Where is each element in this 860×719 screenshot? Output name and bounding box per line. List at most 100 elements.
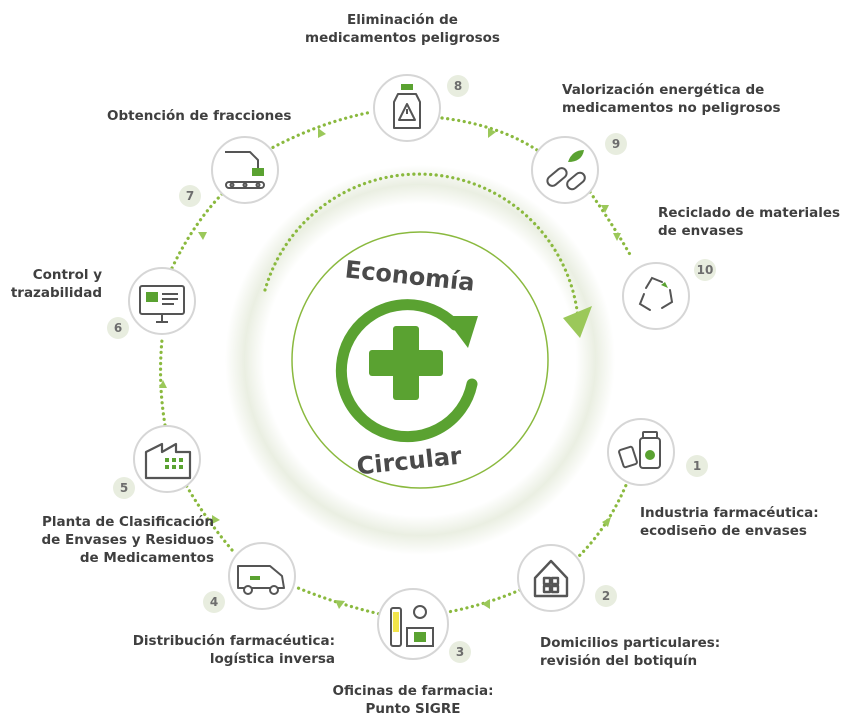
node-8-number: 8: [454, 79, 462, 93]
step-7-label: Obtención de fracciones: [107, 107, 291, 125]
connector-2-3: [446, 588, 522, 614]
center-dotted-arc: [263, 172, 580, 320]
cycle-direction-arrows: [159, 128, 621, 609]
step-5-label: Planta de Clasificación de Envases y Res…: [42, 513, 215, 567]
step-4-label-line-2: logística inversa: [209, 651, 335, 667]
direction-arrow: [318, 128, 326, 138]
node-7-number: 7: [186, 189, 194, 203]
logo-circular-arrow: [335, 299, 478, 443]
recycle-icon: [638, 276, 674, 311]
step-5-label-line-1: Planta de Clasificación: [42, 514, 214, 530]
step-2-label-line-2: revisión del botiquín: [540, 653, 698, 669]
logo-arrowhead: [444, 316, 478, 348]
step-5-label-line-2: de Envases y Residuos: [41, 532, 215, 548]
step-9-label-line-1: Valorización energética de: [562, 82, 765, 98]
center-arc-arrowhead: [563, 306, 592, 338]
node-8-circle: [373, 74, 441, 142]
connector-4-5: [184, 483, 234, 552]
step-8-label-line-1: Eliminación de: [347, 12, 458, 28]
node-6-number: 6: [114, 321, 122, 335]
delivery-van-icon: [237, 565, 285, 595]
step-3-label: Oficinas de farmacia: Punto SIGRE: [318, 682, 508, 718]
direction-arrow: [488, 128, 496, 138]
factory-icon: [144, 442, 192, 480]
step-3-label-line-2: Punto SIGRE: [365, 701, 461, 717]
node-3-circle: [377, 588, 449, 660]
step-1-label: Industria farmacéutica: ecodiseño de env…: [640, 504, 819, 540]
node-4-badge: [203, 591, 225, 613]
step-8-label-line-2: medicamentos peligrosos: [305, 30, 500, 46]
node-10-badge: [694, 259, 716, 281]
direction-arrow: [159, 380, 167, 388]
step-9-label-line-2: medicamentos no peligrosos: [562, 100, 781, 116]
step-6-label-line-1: Control y: [32, 267, 102, 283]
direction-arrow: [602, 517, 611, 527]
step-node-8: 8: [373, 74, 469, 142]
step-node-4: 4: [203, 542, 296, 613]
house-icon: [533, 559, 569, 598]
logo-cross-horizontal: [369, 350, 443, 376]
node-10-number: 10: [697, 263, 714, 277]
node-5-badge: [113, 477, 135, 499]
step-6-label-line-2: trazabilidad: [10, 285, 102, 301]
robotic-sorting-icon: [225, 151, 265, 189]
connector-1-2: [573, 468, 634, 562]
node-3-number: 3: [456, 645, 464, 659]
node-9-badge: [605, 133, 627, 155]
node-7-circle: [211, 136, 279, 204]
node-10-circle: [622, 262, 690, 330]
step-1-label-line-1: Industria farmacéutica:: [640, 505, 819, 521]
step-4-label-line-1: Distribución farmacéutica:: [132, 633, 335, 649]
step-node-3: 3: [377, 588, 471, 663]
direction-arrow: [601, 205, 609, 213]
node-9-number: 9: [612, 137, 620, 151]
step-1-label-line-2: ecodiseño de envases: [640, 523, 807, 539]
connector-7-8: [266, 110, 374, 152]
node-6-badge: [107, 317, 129, 339]
direction-arrow: [613, 233, 621, 241]
node-2-number: 2: [602, 589, 610, 603]
step-8-label: Eliminación de medicamentos peligrosos: [300, 11, 505, 47]
computer-monitor-icon: [139, 285, 185, 323]
node-2-badge: [595, 585, 617, 607]
node-1-number: 1: [693, 459, 701, 473]
step-node-10: 10: [622, 259, 716, 330]
pharmacy-sigre-point-icon: [390, 605, 434, 647]
step-5-label-line-3: de Medicamentos: [79, 550, 214, 566]
connector-5-6: [158, 338, 167, 427]
node-5-number: 5: [120, 481, 128, 495]
connector-9-10: [588, 190, 634, 260]
direction-arrow: [198, 232, 207, 240]
node-1-badge: [686, 455, 708, 477]
circular-economy-logo: [335, 299, 478, 443]
step-10-label: Reciclado de materiales de envases: [658, 204, 840, 240]
step-node-7: 7: [179, 136, 279, 207]
step-node-1: 1: [607, 418, 708, 486]
capsule-leaf-icon: [546, 150, 586, 191]
step-node-2: 2: [517, 544, 617, 612]
direction-arrow: [212, 515, 220, 524]
node-6-circle: [128, 267, 196, 335]
direction-arrow: [335, 600, 345, 609]
node-3-badge: [449, 641, 471, 663]
step-node-5: 5: [113, 425, 201, 499]
connector-8-9: [440, 116, 542, 154]
step-10-label-line-2: de envases: [658, 223, 744, 239]
step-4-label: Distribución farmacéutica: logística inv…: [133, 632, 335, 668]
step-10-label-line-1: Reciclado de materiales: [658, 205, 841, 221]
hazard-bottle-icon: [393, 84, 421, 129]
direction-arrow: [482, 599, 490, 609]
step-9-label: Valorización energética de medicamentos …: [562, 81, 781, 117]
step-2-label-line-1: Domicilios particulares:: [540, 635, 721, 651]
node-7-badge: [179, 185, 201, 207]
pharma-products-icon: [618, 431, 661, 469]
step-node-6: 6: [107, 267, 196, 339]
node-8-badge: [447, 75, 469, 97]
step-node-9: 9: [531, 133, 627, 204]
center-thin-ring: [291, 231, 549, 489]
step-6-label: Control y trazabilidad: [11, 266, 102, 302]
step-7-label-line-1: Obtención de fracciones: [107, 108, 292, 124]
step-3-label-line-1: Oficinas de farmacia:: [332, 683, 494, 699]
